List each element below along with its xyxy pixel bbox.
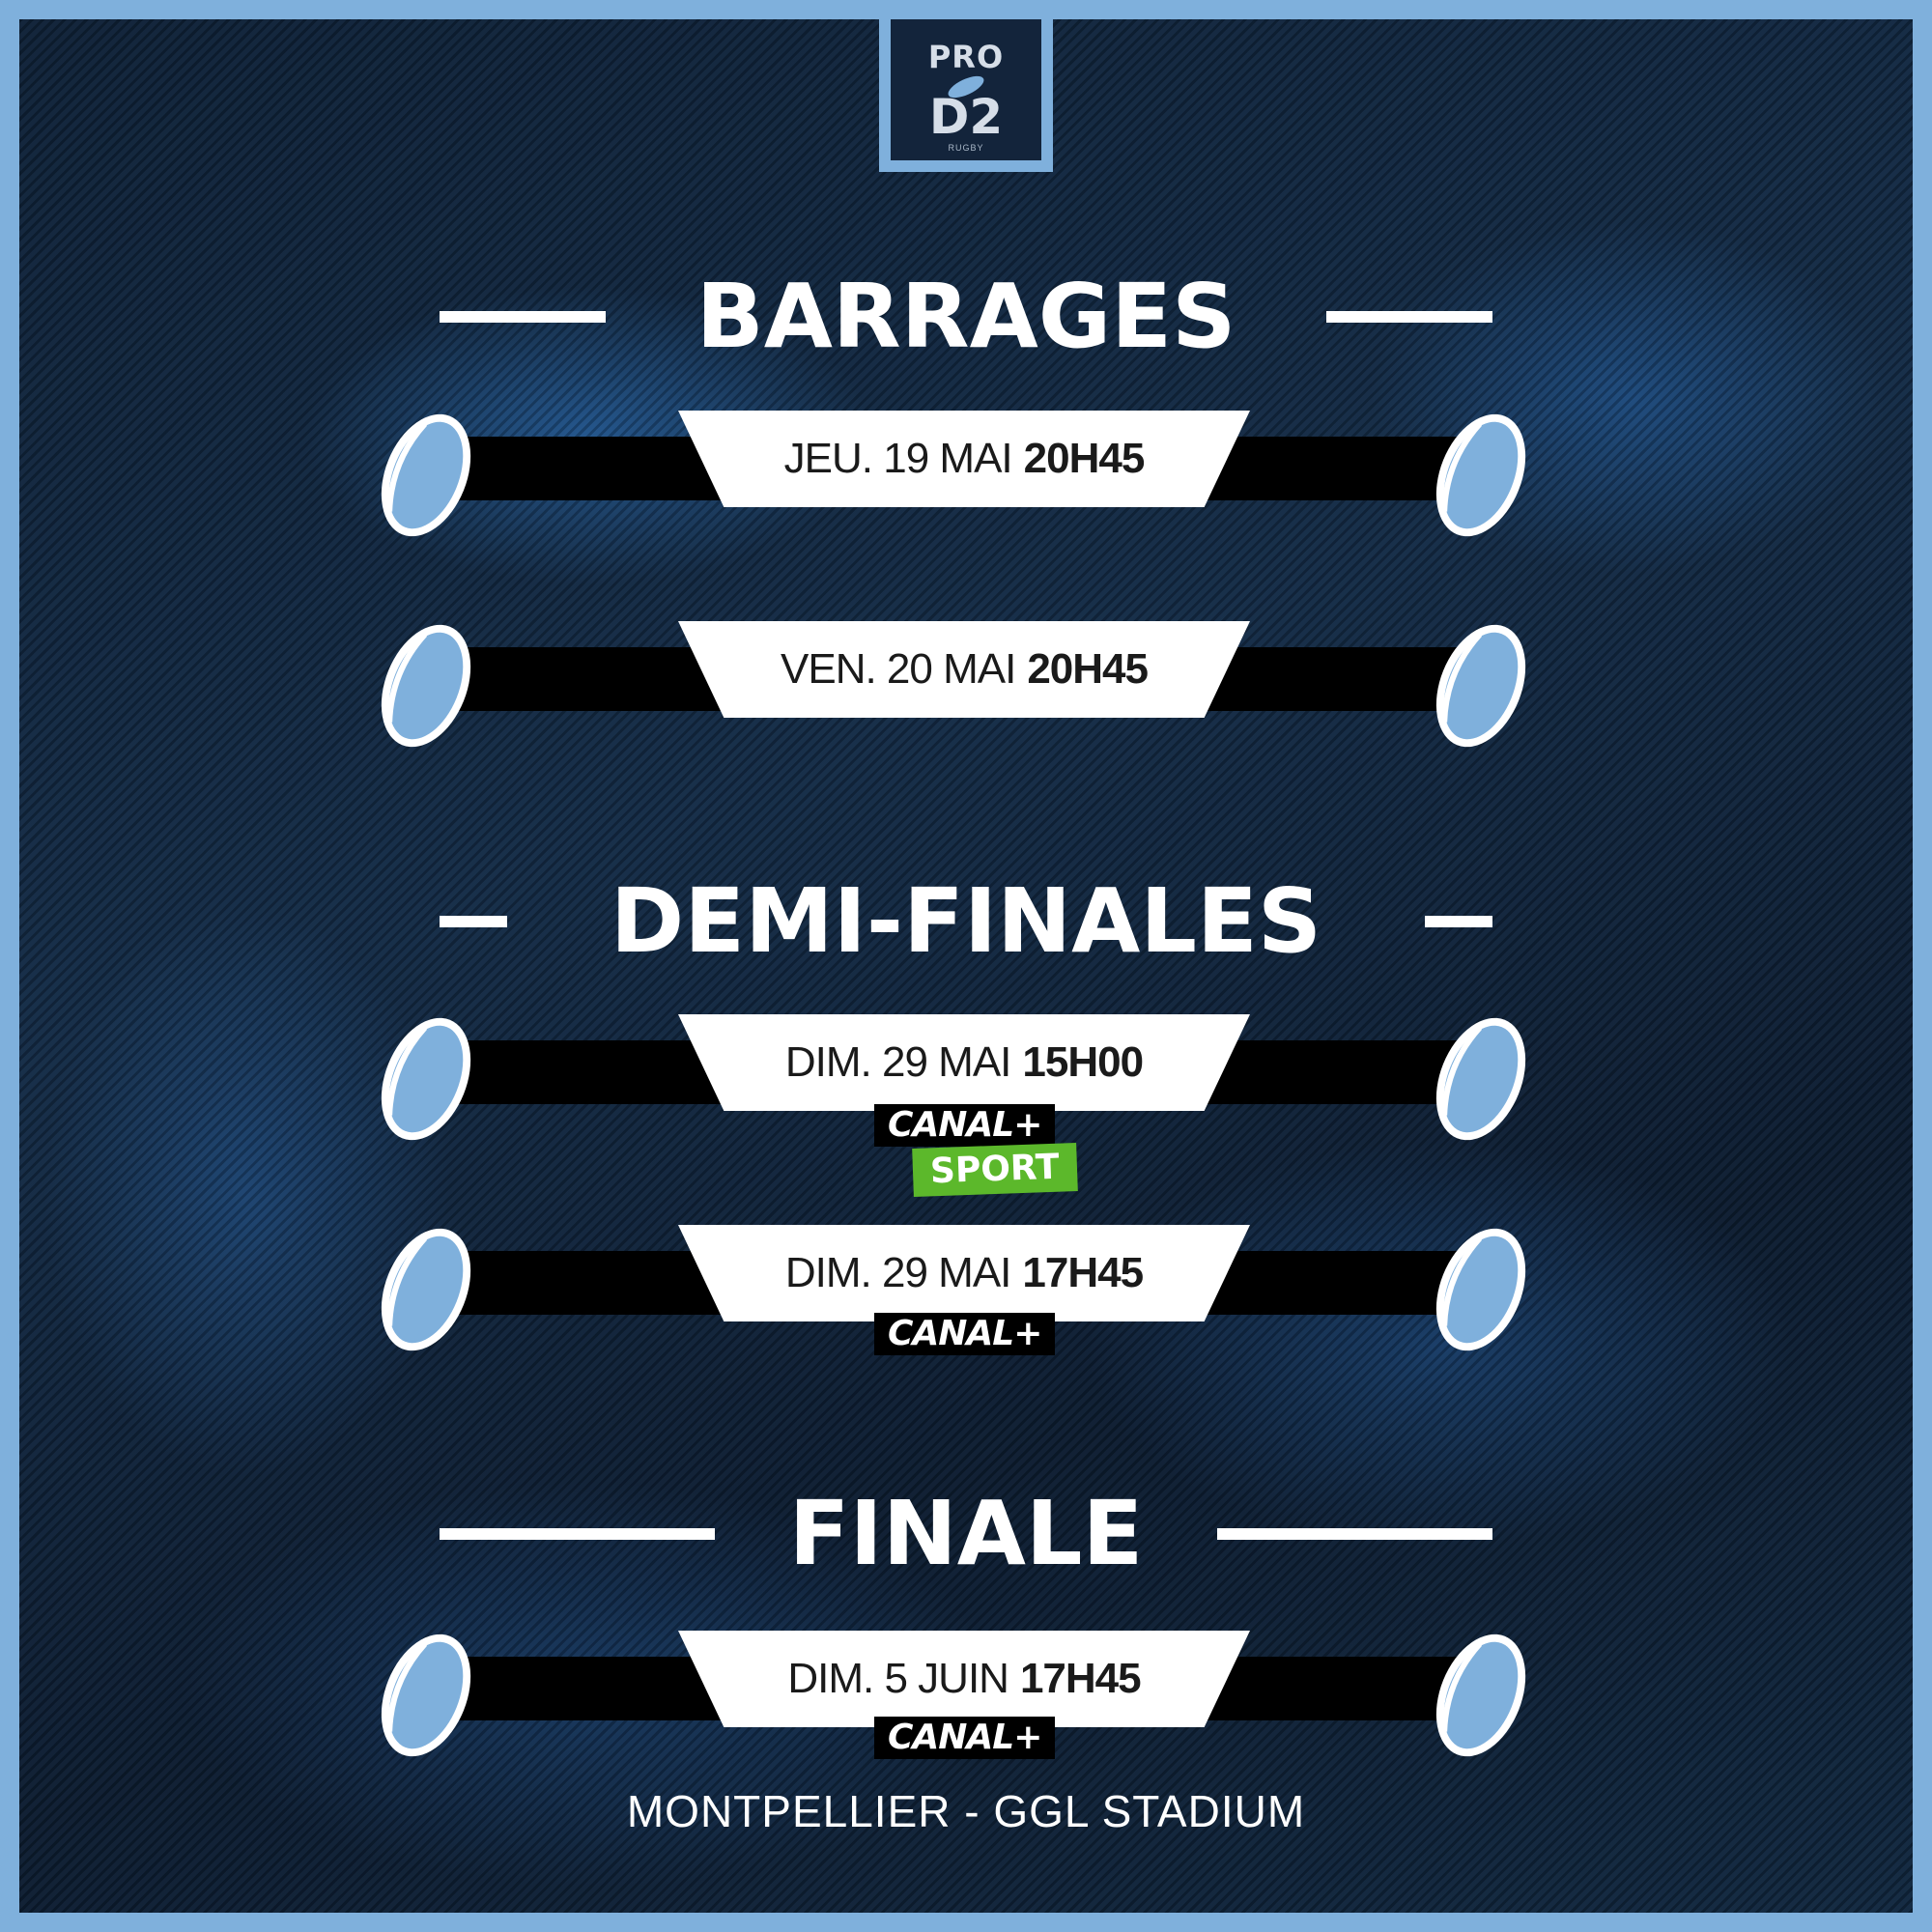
rugby-ball-icon (1435, 1634, 1526, 1757)
title-rule-right (1217, 1528, 1492, 1540)
venue-text: MONTPELLIER - GGL STADIUM (626, 1786, 1306, 1836)
rugby-ball-icon (381, 624, 471, 748)
match-date: JEU. 19 MAI (783, 435, 1013, 482)
rugby-ball-icon (381, 413, 471, 537)
logo-pro-text: PRO (927, 39, 1005, 75)
match-time: 20H45 (1023, 435, 1146, 482)
section-title-demi-finales: DEMI-FINALES (610, 869, 1322, 973)
match-time: 17H45 (1022, 1249, 1144, 1296)
rugby-ball-icon (381, 1634, 471, 1757)
title-rule-left (440, 311, 606, 323)
match-date: DIM. 29 MAI (784, 1038, 1011, 1086)
canal-plus-sport-badge: SPORT (912, 1143, 1078, 1197)
background-photo (19, 19, 1913, 1913)
section-title-barrages: BARRAGES (696, 265, 1236, 368)
match-date: VEN. 20 MAI (781, 645, 1016, 693)
section-title-finale: FINALE (788, 1482, 1144, 1585)
rugby-ball-icon (1435, 1228, 1526, 1351)
title-rule-left (440, 1528, 715, 1540)
canal-plus-logo: CANAL+ (874, 1104, 1056, 1147)
match-date: DIM. 29 MAI (784, 1249, 1011, 1296)
logo-d2-text: D2 (928, 89, 1004, 145)
title-rule-right (1425, 916, 1492, 927)
rugby-ball-icon (1435, 413, 1526, 537)
match-time: 17H45 (1019, 1655, 1142, 1702)
title-rule-left (440, 916, 507, 927)
rugby-ball-icon (381, 1228, 471, 1351)
logo-rugby-text: RUGBY (948, 143, 984, 153)
canal-plus-logo: CANAL+ (874, 1717, 1056, 1759)
logo-badge: PRO D2 RUGBY (891, 19, 1041, 160)
canal-plus-logo: CANAL+ (874, 1313, 1056, 1355)
match-time: 20H45 (1027, 645, 1149, 693)
rugby-ball-icon (1435, 624, 1526, 748)
title-rule-right (1326, 311, 1492, 323)
pro-d2-logo: PRO D2 RUGBY (879, 19, 1053, 172)
match-time: 15H00 (1022, 1038, 1144, 1086)
match-date: DIM. 5 JUIN (787, 1655, 1009, 1702)
rugby-ball-icon (381, 1017, 471, 1141)
rugby-ball-icon (1435, 1017, 1526, 1141)
